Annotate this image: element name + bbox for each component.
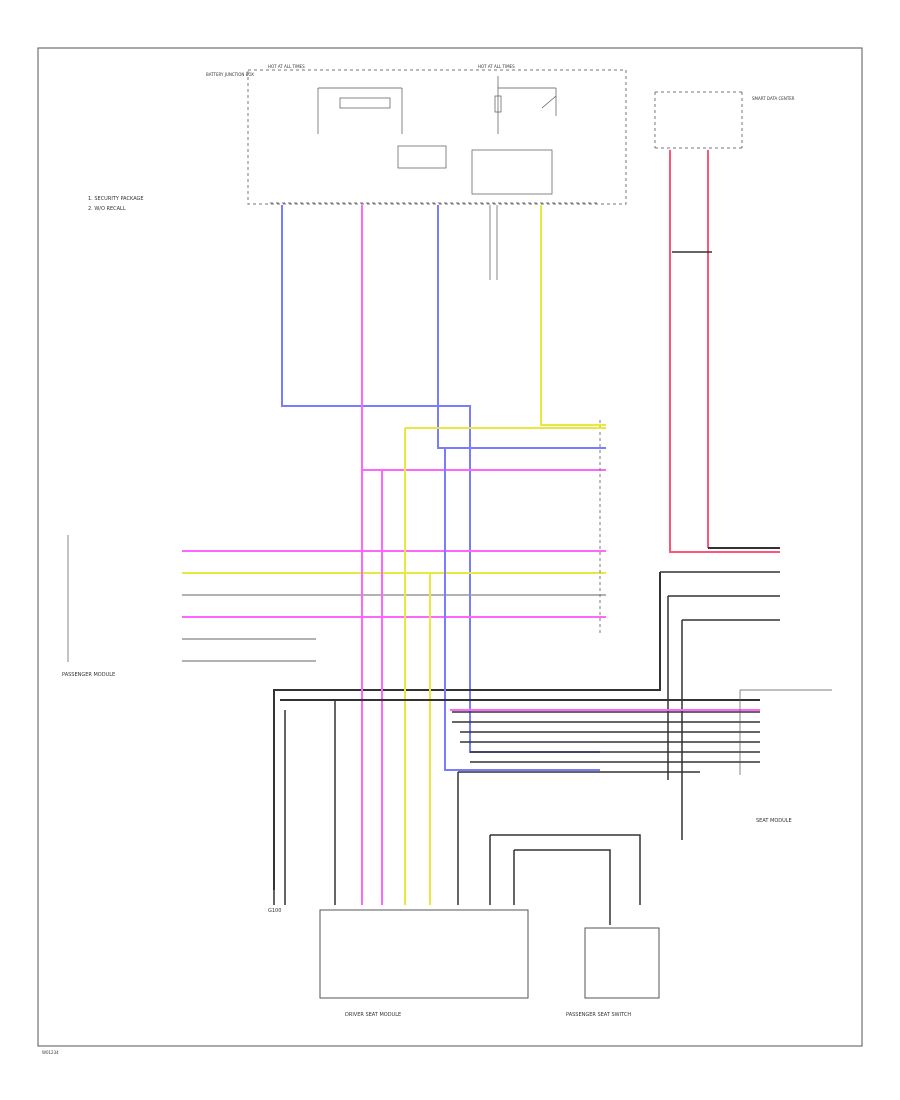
note-2: 2. W/O RECALL (88, 206, 126, 212)
wire-blue-2 (437, 205, 606, 449)
wire-blue (281, 205, 600, 753)
note-1: 1. SECURITY PACKAGE (88, 196, 144, 202)
fuse-header-right: HOT AT ALL TIMES (478, 64, 515, 69)
diagram-frame (37, 47, 863, 1047)
wire-red-1 (669, 150, 780, 553)
wire-yellow-1 (540, 205, 606, 426)
wire-pink-1 (361, 205, 606, 471)
footer-code: W01234 (42, 1050, 59, 1055)
ground-label: G100 (268, 908, 281, 914)
fuse-center-label: SMART DATA CENTER (752, 96, 795, 101)
seat-module-label: SEAT MODULE (756, 818, 792, 824)
left-connector-label: PASSENGER MODULE (62, 672, 115, 678)
passenger-seat-switch-box (584, 927, 660, 999)
fuse-box-outline (247, 69, 627, 205)
fuse-header-left: HOT AT ALL TIMES (268, 64, 305, 69)
battery-junction-label: BATTERY JUNCTION BOX (206, 72, 254, 77)
driver-seat-module-box (319, 909, 529, 999)
driver-seat-module-label: DRIVER SEAT MODULE (345, 1012, 401, 1018)
passenger-seat-switch-label: PASSENGER SEAT SWITCH (566, 1012, 631, 1018)
